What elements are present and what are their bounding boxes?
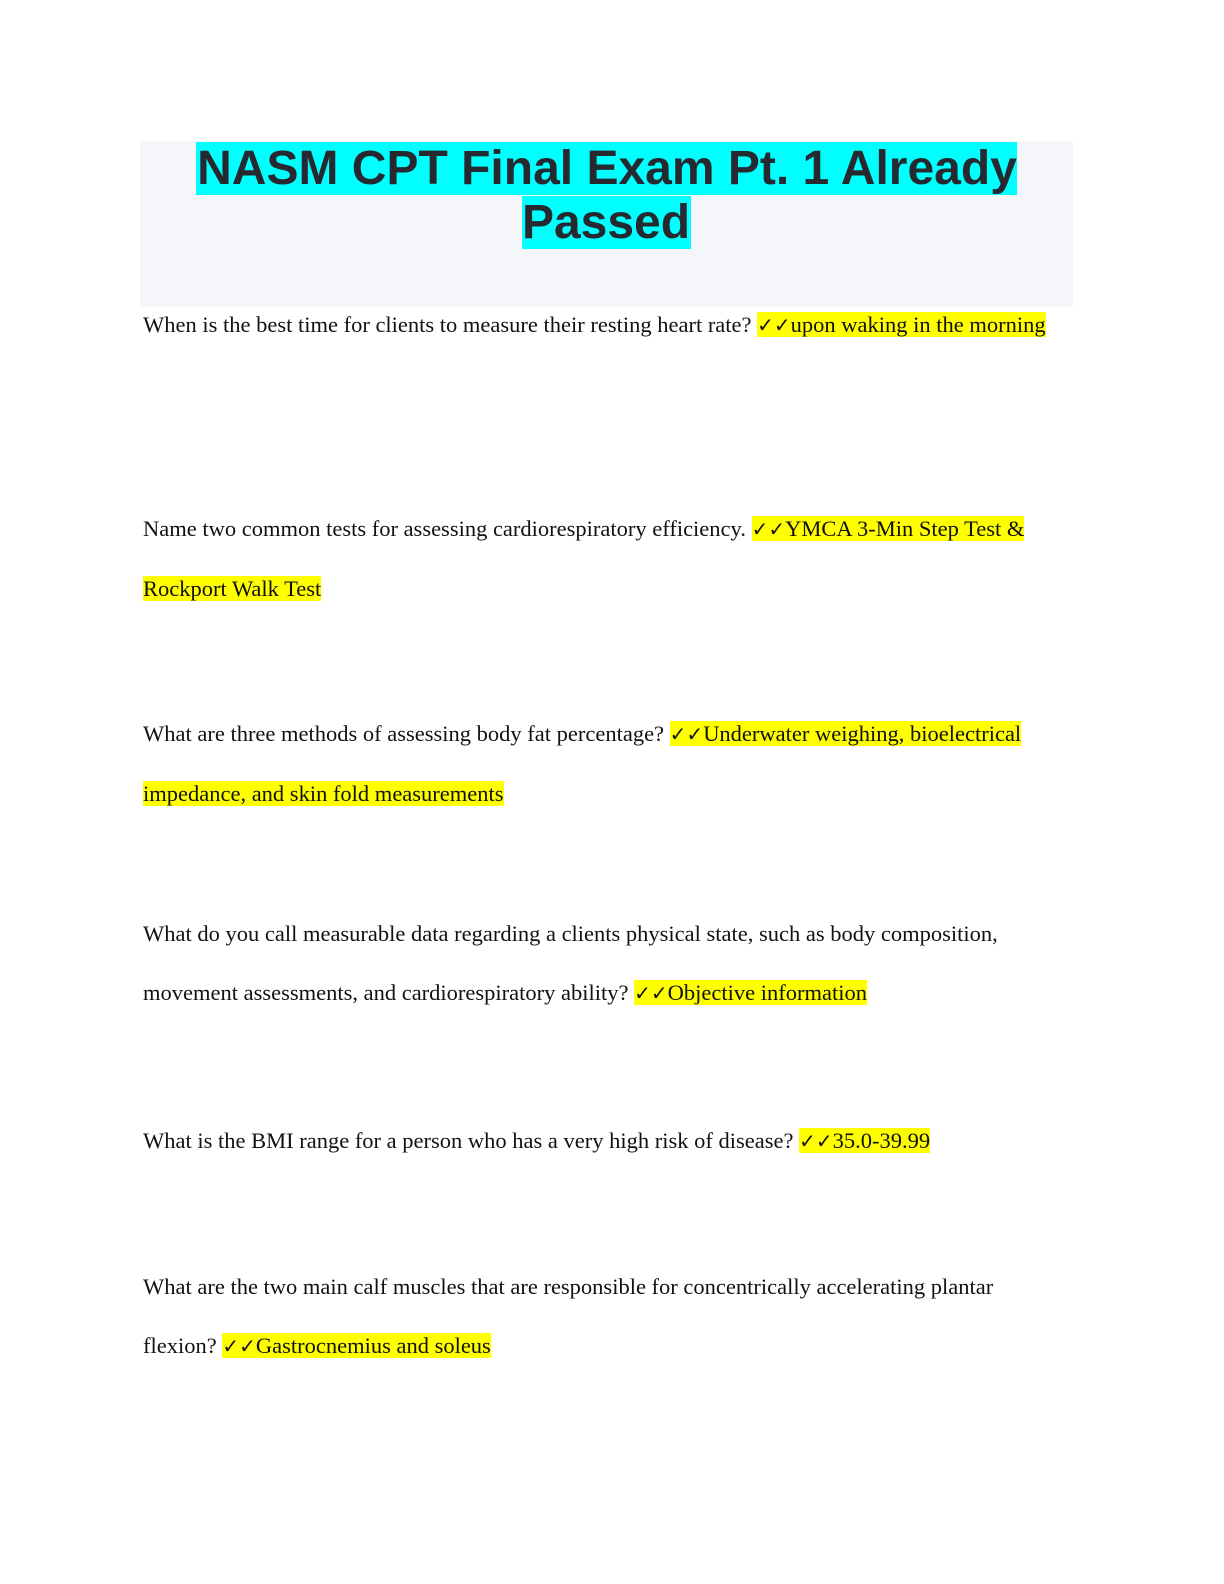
answer-highlight: ✓✓Gastrocnemius and soleus [222, 1333, 491, 1358]
question-text: What are three methods of assessing body… [143, 721, 665, 746]
answer-text: Objective information [667, 980, 867, 1005]
double-check-icon: ✓✓ [757, 313, 791, 337]
title-box: NASM CPT Final Exam Pt. 1 Already Passed [140, 141, 1073, 307]
qa-item-3: What are three methods of assessing body… [143, 704, 1063, 823]
question-text: When is the best time for clients to mea… [143, 312, 752, 337]
answer-text: YMCA 3-Min Step Test & Rockport Walk Tes… [143, 516, 1025, 601]
qa-item-4: What do you call measurable data regardi… [143, 904, 1063, 1023]
double-check-icon: ✓✓ [222, 1334, 256, 1358]
question-text: Name two common tests for assessing card… [143, 516, 746, 541]
qa-item-5: What is the BMI range for a person who h… [143, 1111, 1063, 1171]
answer-highlight: ✓✓Objective information [634, 980, 867, 1005]
answer-text: upon waking in the morning [790, 312, 1046, 337]
question-text: What is the BMI range for a person who h… [143, 1128, 794, 1153]
double-check-icon: ✓✓ [669, 722, 704, 746]
answer-highlight: ✓✓upon waking in the morning [757, 312, 1046, 337]
answer-text: Gastrocnemius and soleus [255, 1333, 491, 1358]
answer-text: 35.0-39.99 [832, 1128, 931, 1153]
double-check-icon: ✓✓ [751, 517, 786, 541]
page-title-text: NASM CPT Final Exam Pt. 1 Already Passed [196, 142, 1017, 249]
page-title: NASM CPT Final Exam Pt. 1 Already Passed [140, 141, 1073, 250]
qa-item-1: When is the best time for clients to mea… [143, 295, 1063, 355]
qa-item-2: Name two common tests for assessing card… [143, 499, 1063, 618]
answer-highlight: ✓✓35.0-39.99 [799, 1128, 931, 1153]
question-text: What are the two main calf muscles that … [143, 1274, 994, 1358]
question-text: What do you call measurable data regardi… [143, 921, 998, 1005]
qa-item-6: What are the two main calf muscles that … [143, 1257, 1063, 1376]
double-check-icon: ✓✓ [634, 981, 668, 1005]
answer-text: Underwater weighing, bioelectrical imped… [143, 721, 1022, 806]
double-check-icon: ✓✓ [799, 1129, 833, 1153]
